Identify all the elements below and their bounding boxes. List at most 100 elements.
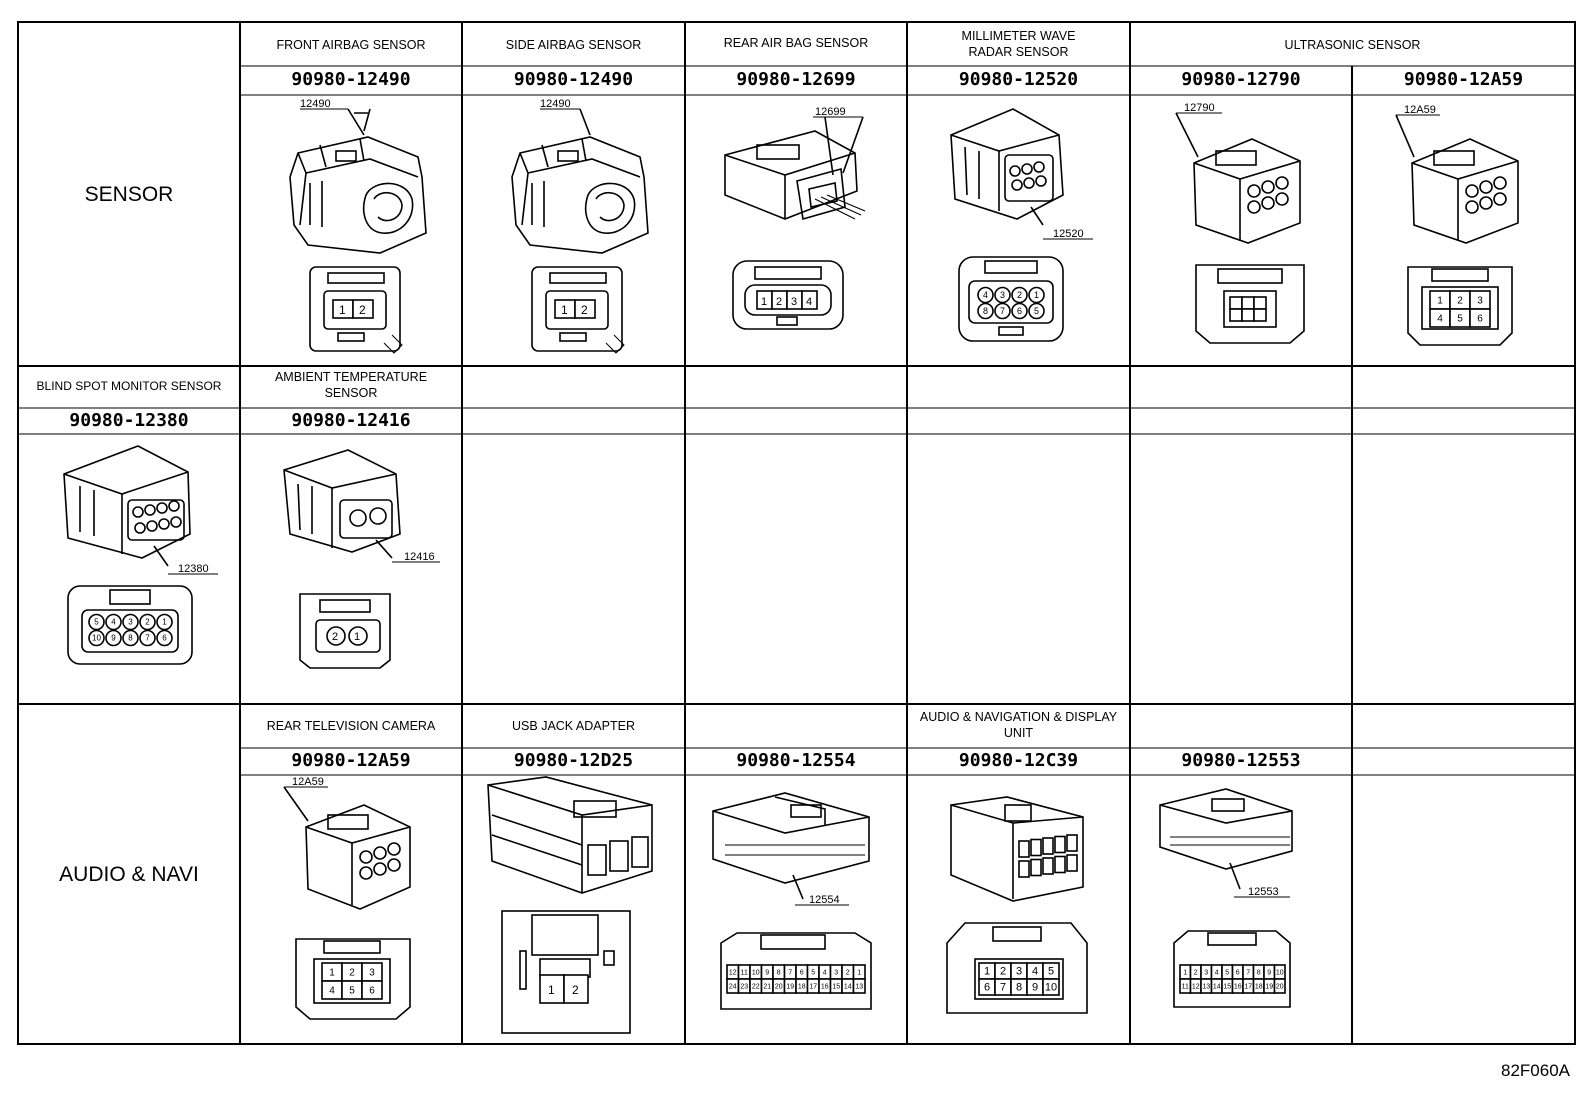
ambient-pin-2: 2: [332, 631, 338, 643]
avd-a-pin-number: 12: [729, 969, 737, 976]
part-number-avd-c: 90980-12553: [1181, 750, 1301, 771]
rear-camera-pin-cell: [361, 980, 383, 1000]
front-airbag-pin-2: 2: [359, 303, 366, 317]
blind-spot-pin-cell: [122, 629, 139, 647]
row-title-sensor: SENSOR: [84, 183, 174, 206]
mmwave-pin-cell: [1028, 286, 1045, 304]
avd-a-pin-cell: [852, 978, 866, 994]
avd-a-pin-number: 22: [752, 983, 760, 990]
blind-spot-pin-cell: [139, 629, 156, 647]
blind-spot-pin-cell: [156, 613, 173, 631]
avd-c-pin-number: 20: [1276, 983, 1284, 990]
rear-airbag-pin-2: 2: [776, 296, 782, 308]
ultrasonic-b-pin-number: 6: [1477, 313, 1483, 324]
row-title-audio-navi: AUDIO & NAVI: [59, 863, 199, 886]
blind-spot-pin-number: 4: [111, 618, 116, 627]
blind-spot-pin-number: 5: [94, 618, 99, 627]
ultrasonic-a-connector-drawing: 12790: [1175, 102, 1305, 344]
avd-a-pin-number: 6: [800, 969, 804, 976]
mmwave-pin-number: 5: [1034, 306, 1039, 316]
blind-spot-pin-number: 2: [145, 618, 150, 627]
avd-c-pin-number: 2: [1194, 969, 1198, 976]
blind-spot-pin-number: 10: [92, 634, 101, 643]
blind-spot-pin-cell: [139, 613, 156, 631]
usb-pin-1: 1: [548, 983, 555, 997]
label-rear-air-bag-sensor: REAR AIR BAG SENSOR: [723, 36, 869, 50]
rear-airbag-pin-4: 4: [806, 296, 812, 308]
blind-spot-pin-cell: [88, 613, 105, 631]
mmwave-pin-number: 3: [1000, 290, 1005, 300]
blind-spot-pin-cell: [105, 629, 122, 647]
front-airbag-pin-1: 1: [339, 303, 346, 317]
avd-a-pin-number: 4: [823, 969, 827, 976]
blind-spot-pin-number: 1: [162, 618, 167, 627]
avd-a-pin-number: 23: [740, 983, 748, 990]
avd-a-pin-number: 18: [798, 983, 806, 990]
avd-c-pin-number: 16: [1234, 983, 1242, 990]
avd-c-pin-number: 4: [1215, 969, 1219, 976]
part-number-avd-a: 90980-12554: [736, 750, 856, 771]
avd-b-pin-cell: [1042, 978, 1060, 996]
blind-spot-pin-cell: [122, 613, 139, 631]
label-millimeter-wave-radar-sensor: MILLIMETER WAVE RADAR SENSOR: [961, 29, 1076, 59]
mmwave-pin-cell: [994, 286, 1011, 304]
avd-a-pin-number: 9: [765, 969, 769, 976]
avd-a-pin-number: 1: [857, 969, 861, 976]
blind-spot-pin-cell: [105, 613, 122, 631]
callout-12416: 12416: [404, 551, 435, 563]
rear-camera-pin-number: 4: [329, 985, 335, 996]
avd-b-pin-number: 10: [1045, 982, 1057, 994]
front-airbag-connector-drawing: 12490 1 2: [289, 98, 427, 354]
part-number-ultrasonic-a: 90980-12790: [1181, 69, 1301, 90]
rear-camera-pin-number: 3: [369, 967, 375, 978]
avd-a-pin-number: 14: [844, 983, 852, 990]
avd-b-pin-number: 1: [984, 966, 990, 978]
avd-a-pin-number: 10: [752, 969, 760, 976]
side-airbag-connector-drawing: 12490 1 2: [511, 98, 649, 354]
mmwave-pin-number: 7: [1000, 306, 1005, 316]
mmwave-pin-cell: [977, 286, 994, 304]
mmwave-pin-number: 1: [1034, 290, 1039, 300]
part-number-side-airbag: 90980-12490: [513, 69, 634, 90]
label-usb-jack-adapter: USB JACK ADAPTER: [512, 719, 635, 733]
part-number-avd-b: 90980-12C39: [958, 750, 1079, 771]
part-number-rear-airbag: 90980-12699: [736, 69, 856, 90]
avd-a-pin-number: 2: [846, 969, 850, 976]
ultrasonic-b-pin-number: 4: [1437, 313, 1443, 324]
mmwave-pin-number: 2: [1017, 290, 1022, 300]
rear-camera-pin-number: 2: [349, 967, 355, 978]
avd-b-cavity: [1054, 835, 1066, 854]
avd-c-pin-number: 3: [1204, 969, 1208, 976]
figure-code: 82F060A: [1501, 1061, 1570, 1080]
avd-a-pin-number: 15: [832, 983, 840, 990]
avd-b-pin-number: 3: [1016, 966, 1022, 978]
rear-camera-pin-number: 5: [349, 985, 355, 996]
avd-b-pin-number: 2: [1000, 966, 1006, 978]
label-rear-television-camera: REAR TELEVISION CAMERA: [266, 719, 436, 733]
avd-b-pin-number: 4: [1032, 966, 1038, 978]
avd-c-pin-number: 14: [1213, 983, 1221, 990]
part-number-ambient: 90980-12416: [291, 410, 411, 431]
usb-pin-2: 2: [572, 983, 579, 997]
avd-b-cavity: [1030, 858, 1042, 877]
part-number-mmwave: 90980-12520: [958, 69, 1079, 90]
avd-c-pin-number: 11: [1182, 983, 1189, 990]
avd-b-pin-number: 8: [1016, 982, 1022, 994]
rear-camera-pin-number: 1: [329, 967, 335, 978]
avd-c-pin-cell: [1273, 978, 1286, 994]
rear-airbag-pin-3: 3: [791, 296, 797, 308]
avd-a-pin-number: 5: [811, 969, 815, 976]
avd-a-pin-number: 21: [763, 983, 771, 990]
avd-b-cavity: [1066, 834, 1078, 852]
part-number-rear-camera: 90980-12A59: [291, 750, 411, 771]
ultrasonic-b-pin-number: 5: [1457, 313, 1463, 324]
avd-b-pin-number: 5: [1048, 966, 1054, 978]
rear-camera-pin-number: 6: [369, 985, 375, 996]
part-number-ultrasonic-b: 90980-12A59: [1403, 69, 1524, 90]
